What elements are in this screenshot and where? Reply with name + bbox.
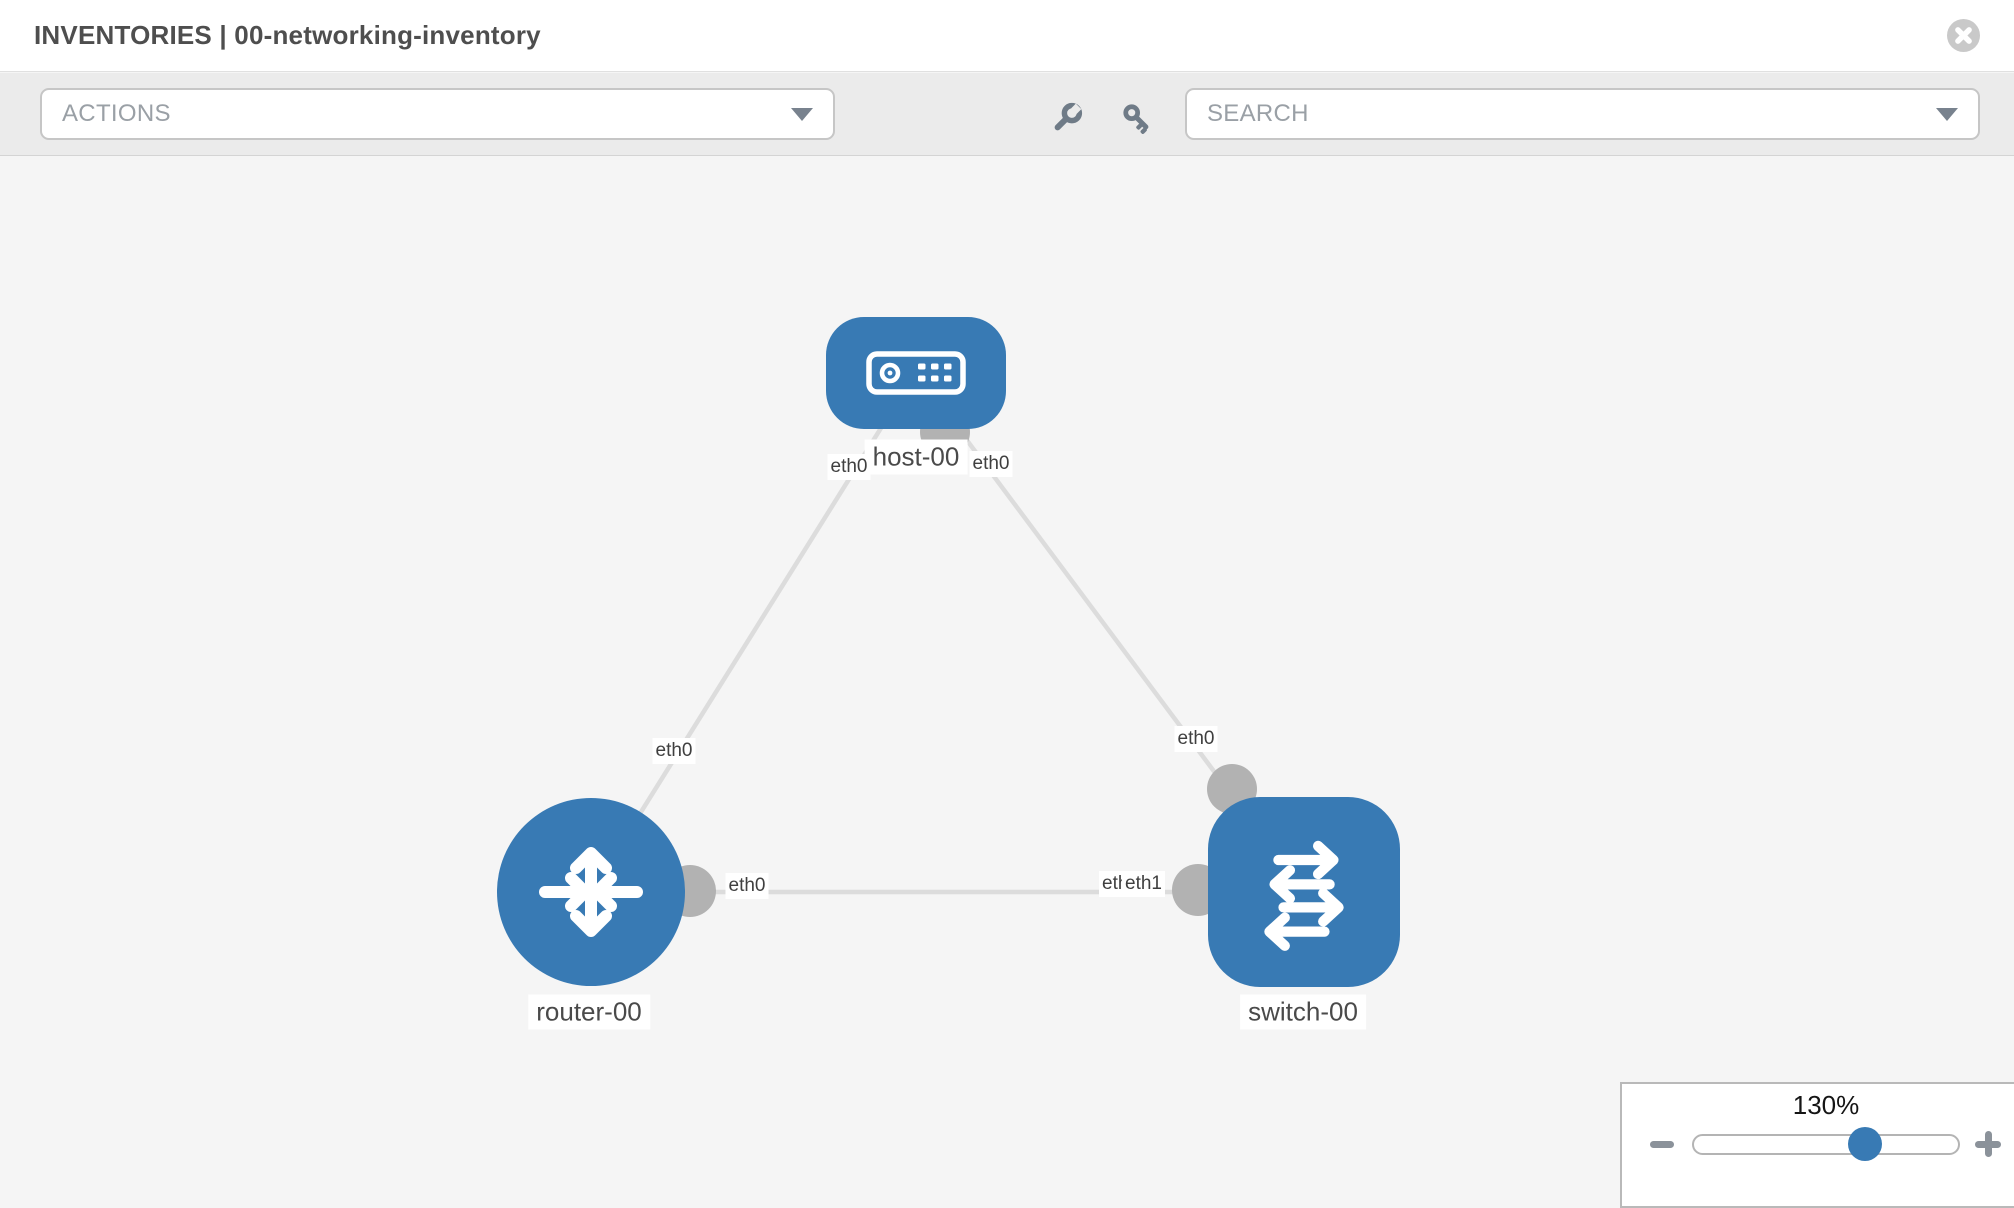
zoom-out-button[interactable] xyxy=(1650,1141,1674,1148)
router-arrows-icon xyxy=(539,847,643,937)
zoom-level-label: 130% xyxy=(1792,1090,1860,1120)
circle-x-icon xyxy=(1947,19,1980,52)
interface-label: eth0 xyxy=(827,454,871,480)
interface-label: eth0 xyxy=(969,451,1013,477)
page-title: INVENTORIES | 00-networking-inventory xyxy=(34,20,541,50)
interface-label: eth0 xyxy=(725,873,769,899)
zoom-slider-track[interactable] xyxy=(1692,1134,1960,1155)
switch-arrows-icon xyxy=(1264,840,1344,951)
node-router-label: router-00 xyxy=(528,994,650,1030)
node-host-label: host-00 xyxy=(864,439,968,475)
close-button[interactable] xyxy=(1947,19,1980,52)
node-router[interactable] xyxy=(497,798,685,986)
zoom-panel: 130% xyxy=(1620,1082,2014,1208)
wrench-icon xyxy=(1054,102,1083,131)
actions-dropdown[interactable]: ACTIONS xyxy=(40,88,835,140)
zoom-in-button[interactable] xyxy=(1975,1131,2001,1157)
actions-dropdown-label: ACTIONS xyxy=(62,100,171,127)
key-button[interactable] xyxy=(1119,100,1157,138)
key-icon xyxy=(1123,104,1149,134)
plus-icon xyxy=(1984,1131,1992,1157)
chevron-down-icon xyxy=(1936,107,1958,121)
interface-label: eth0 xyxy=(652,738,696,764)
toolbar: ACTIONS SEARCH xyxy=(0,73,2014,156)
search-dropdown[interactable]: SEARCH xyxy=(1185,88,1980,140)
zoom-slider-handle[interactable] xyxy=(1848,1127,1882,1161)
server-icon xyxy=(866,351,966,395)
search-dropdown-label: SEARCH xyxy=(1207,100,1309,127)
interface-label: eth0 xyxy=(1174,726,1218,752)
node-switch[interactable] xyxy=(1208,797,1400,987)
header: INVENTORIES | 00-networking-inventory xyxy=(0,0,2014,72)
wrench-button[interactable] xyxy=(1047,100,1085,138)
chevron-down-icon xyxy=(791,107,813,121)
node-host[interactable] xyxy=(826,317,1006,429)
node-switch-label: switch-00 xyxy=(1240,994,1366,1030)
interface-label: eth1 xyxy=(1122,871,1165,897)
